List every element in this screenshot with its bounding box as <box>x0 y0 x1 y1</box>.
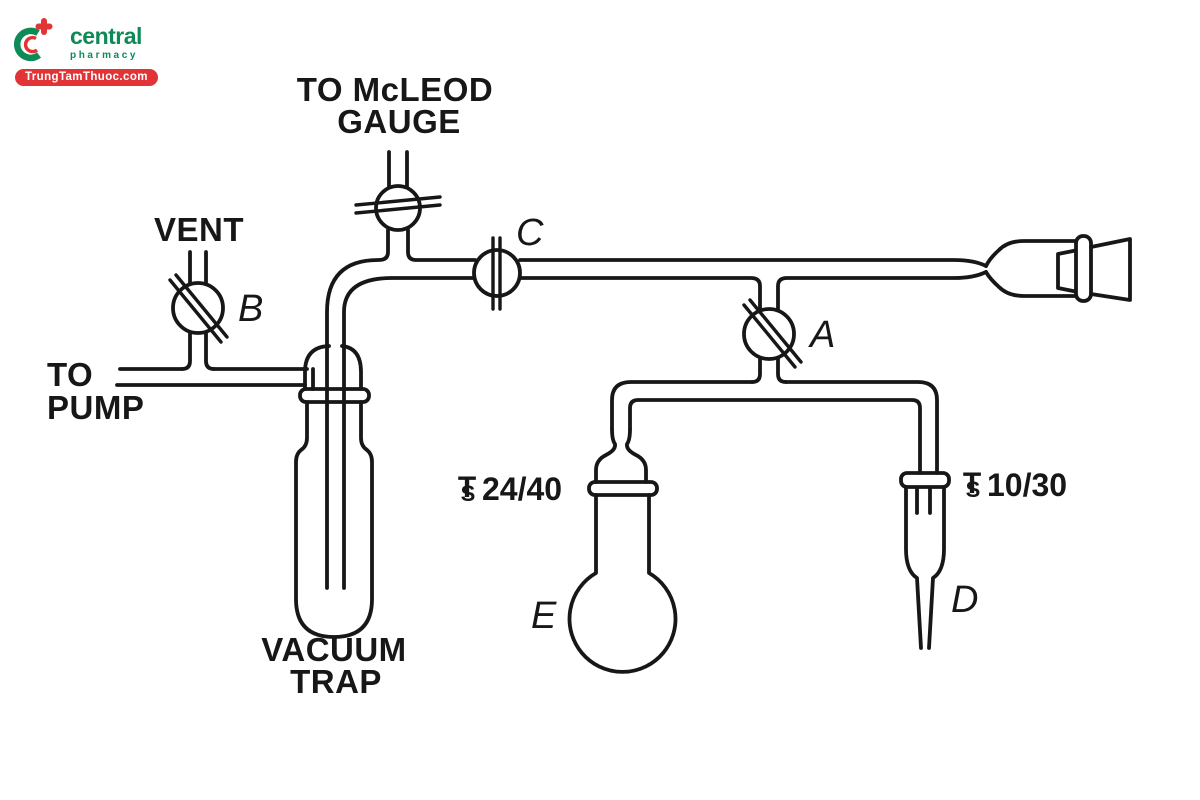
stopcock-a-plug <box>742 298 803 369</box>
standard-taper-symbol-t: T <box>963 467 981 500</box>
label-to-pump-line2: PUMP <box>47 389 144 426</box>
stopcock-a-lower-tube <box>750 356 788 384</box>
label-to-mcleod-line2: GAUGE <box>337 103 461 140</box>
joint-size-d: 10/30 <box>987 467 1067 503</box>
label-flask-e: E <box>531 595 557 637</box>
label-tube-d: D <box>951 579 978 621</box>
vent-branch-tube-upper <box>188 250 208 286</box>
main-tube-bottom-right <box>776 270 988 311</box>
stopcock-c <box>472 236 522 311</box>
stopcock-b-body <box>171 281 225 335</box>
vacuum-trap <box>294 344 374 639</box>
label-vent: VENT <box>154 211 244 248</box>
standard-taper-symbol-s: S <box>461 481 476 506</box>
tube-d-inner-stubs <box>915 487 932 515</box>
mcleod-branch-tube <box>387 150 409 188</box>
label-vacuum-trap-line1: VACUUM <box>261 631 406 668</box>
flask-e-body <box>567 493 678 674</box>
sample-line-tubing <box>610 356 939 475</box>
brand-name: central <box>70 23 142 49</box>
standard-taper-symbol-s: S <box>966 477 981 502</box>
mcleod-tee-right <box>406 228 477 262</box>
label-vacuum-trap-line2: TRAP <box>290 663 382 700</box>
label-to-pump-line1: TO <box>47 356 93 393</box>
website-badge: TrungTamThuoc.com <box>15 69 158 86</box>
trap-flange <box>298 387 371 404</box>
tube-d-sleeve <box>904 485 946 650</box>
stopcock-mcleod-plug <box>354 195 442 215</box>
joint-size-e: 24/40 <box>482 471 562 507</box>
ground-glass-joint-end <box>984 234 1132 303</box>
standard-taper-symbol-t: T <box>458 471 476 504</box>
joint-label-e: T S 24/40 <box>458 471 562 507</box>
ed-line-top-left <box>610 380 754 431</box>
stopcock-c-body <box>472 248 522 298</box>
stopcock-b <box>168 273 229 344</box>
joint-label-d: T S 10/30 <box>963 467 1067 503</box>
main-tube-top-left <box>325 228 390 590</box>
joint-socket-bulb <box>984 239 1080 298</box>
joint-ring <box>1074 234 1093 303</box>
brand-subtitle: pharmacy <box>70 50 139 61</box>
tube-d <box>899 471 951 650</box>
label-stopcock-c: C <box>516 212 544 254</box>
vent-pump-tubing <box>115 250 315 391</box>
ed-line-top-right <box>784 380 939 475</box>
joint-outer-cone <box>1089 237 1132 302</box>
watermark-logo: central pharmacy TrungTamThuoc.com <box>13 12 158 86</box>
flask-e-flange <box>587 480 659 497</box>
trap-dome <box>303 344 363 391</box>
vent-branch-tube-lower <box>180 331 216 371</box>
main-tube-top-right <box>518 258 988 268</box>
label-stopcock-a: A <box>808 314 835 356</box>
stopcock-a <box>742 298 803 369</box>
flask-e-joint-bell <box>594 427 648 484</box>
main-manifold-tube <box>325 228 988 590</box>
tube-d-flange <box>899 471 951 489</box>
stopcock-b-plug <box>168 273 229 344</box>
ed-line-bottom <box>628 398 922 475</box>
pharmacy-c-logo-icon <box>13 18 53 62</box>
main-tube-bottom-mid <box>518 276 762 311</box>
trap-vessel <box>294 400 374 639</box>
main-tube-bottom-left <box>342 276 477 590</box>
stopcock-mcleod <box>354 184 442 232</box>
label-to-mcleod-line1: TO McLEOD <box>297 71 493 108</box>
joint-inner-cone <box>1056 248 1080 294</box>
stopcock-c-plug <box>491 236 502 311</box>
label-stopcock-b: B <box>238 288 263 330</box>
flask-e <box>567 427 678 674</box>
